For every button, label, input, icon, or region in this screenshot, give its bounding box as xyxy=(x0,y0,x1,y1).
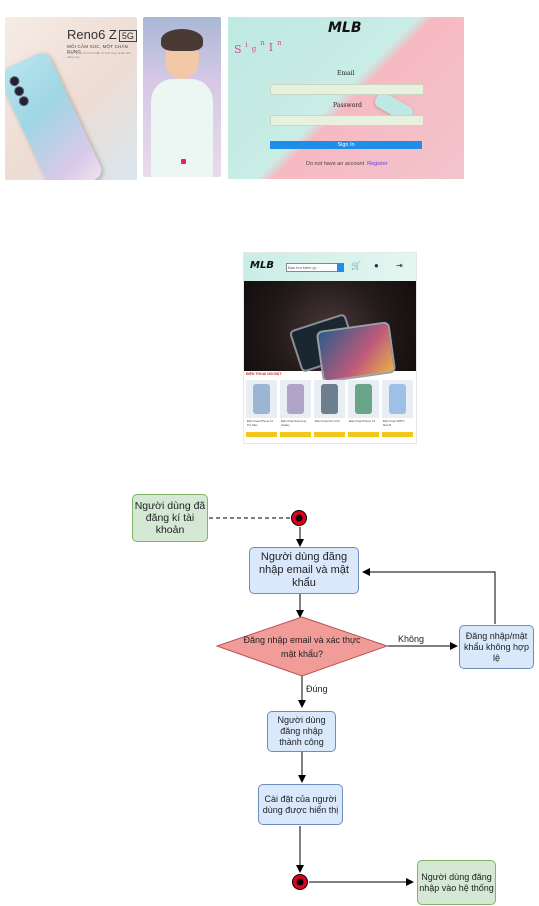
edge-label-no: Không xyxy=(397,634,426,644)
register-prompt: Do not have an account xyxy=(306,161,365,167)
end-node-center xyxy=(296,878,304,886)
product-card[interactable]: Điện thoại iPhone 13 xyxy=(348,380,379,440)
product-name: Điện thoại Vivo V23 xyxy=(315,419,340,423)
signin-button[interactable]: Sign In xyxy=(270,141,422,149)
edge-label-yes: Đúng xyxy=(305,684,329,694)
arrow-invalid-to-login xyxy=(362,568,496,624)
password-field[interactable] xyxy=(270,115,424,126)
step-enter-credentials: Người dùng đăng nhập email và mật khẩu xyxy=(249,547,359,594)
start-node-center xyxy=(295,514,303,522)
product-name: Điện thoại iPhone 13 xyxy=(349,419,375,423)
signin-title: SignIn xyxy=(234,39,286,56)
product-image xyxy=(348,380,379,418)
add-to-cart-button[interactable] xyxy=(314,432,345,437)
email-label: Email xyxy=(337,70,355,77)
actor-registered-user: Người dùng đã đăng kí tài khoản xyxy=(132,494,208,542)
logout-icon[interactable]: ⇥ xyxy=(396,261,403,270)
shop-logo[interactable]: MLB xyxy=(250,260,274,271)
email-field[interactable] xyxy=(270,84,424,95)
product-name: Điện thoại Samsung Galaxy xyxy=(281,419,307,427)
product-card[interactable]: Điện thoại iPhone 13 Pro Max xyxy=(246,380,277,440)
mlb-logo: MLB xyxy=(328,20,362,36)
decision-diamond xyxy=(215,616,389,677)
shop-header: MLB Bạn tìm kiếm gì... 🛒 ● ⇥ xyxy=(244,253,416,281)
search-button[interactable] xyxy=(337,263,344,272)
product-image xyxy=(382,380,413,418)
add-to-cart-button[interactable] xyxy=(246,432,277,437)
product-image xyxy=(314,380,345,418)
product-image xyxy=(246,380,277,418)
signin-form: MLB SignIn Email Password Sign In Do not… xyxy=(228,17,464,179)
register-link[interactable]: Register xyxy=(367,161,388,167)
hero-banner xyxy=(244,281,416,383)
decision-label: Đăng nhập email và xác thực mật khẩu? xyxy=(243,635,361,659)
add-to-cart-button[interactable] xyxy=(348,432,379,437)
add-to-cart-button[interactable] xyxy=(280,432,311,437)
add-to-cart-button[interactable] xyxy=(382,432,413,437)
step-login-success: Người dùng đăng nhập thành công xyxy=(267,711,336,752)
password-label: Password xyxy=(333,102,362,109)
product-card[interactable]: Điện thoại Samsung Galaxy xyxy=(280,380,311,440)
person-hair xyxy=(161,29,203,51)
shop-homepage: MLB Bạn tìm kiếm gì... 🛒 ● ⇥ ĐIỆN THOẠI … xyxy=(243,252,417,444)
brand-dot xyxy=(181,159,186,164)
user-icon[interactable]: ● xyxy=(374,261,379,270)
product-card[interactable]: Điện thoại OPPO Reno6 xyxy=(382,380,413,440)
celebrity-ad xyxy=(143,17,221,177)
product-image xyxy=(280,380,311,418)
actor-logged-in: Người dùng đăng nhập vào hệ thống xyxy=(417,860,496,905)
5g-badge: 5G xyxy=(118,30,137,42)
step-invalid-credentials: Đăng nhập/mật khẩu không hợp lệ xyxy=(459,625,534,669)
ad-note: Chân dung Ảnh tinh thần AI Tích Hợp nhiề… xyxy=(67,51,131,59)
step-settings-displayed: Cài đặt của người dùng được hiển thị xyxy=(258,784,343,825)
ad-tagline: MỖI CẢM XÚC, MỘT CHÂN DUNG xyxy=(67,44,129,54)
product-card[interactable]: Điện thoại Vivo V23 xyxy=(314,380,345,440)
product-name: Điện thoại OPPO Reno6 xyxy=(383,419,405,427)
section-title: ĐIỆN THOẠI NỔI BẬT xyxy=(246,372,282,376)
cart-icon[interactable]: 🛒 xyxy=(351,261,361,270)
product-name: Điện thoại iPhone 13 Pro Max xyxy=(247,419,273,427)
